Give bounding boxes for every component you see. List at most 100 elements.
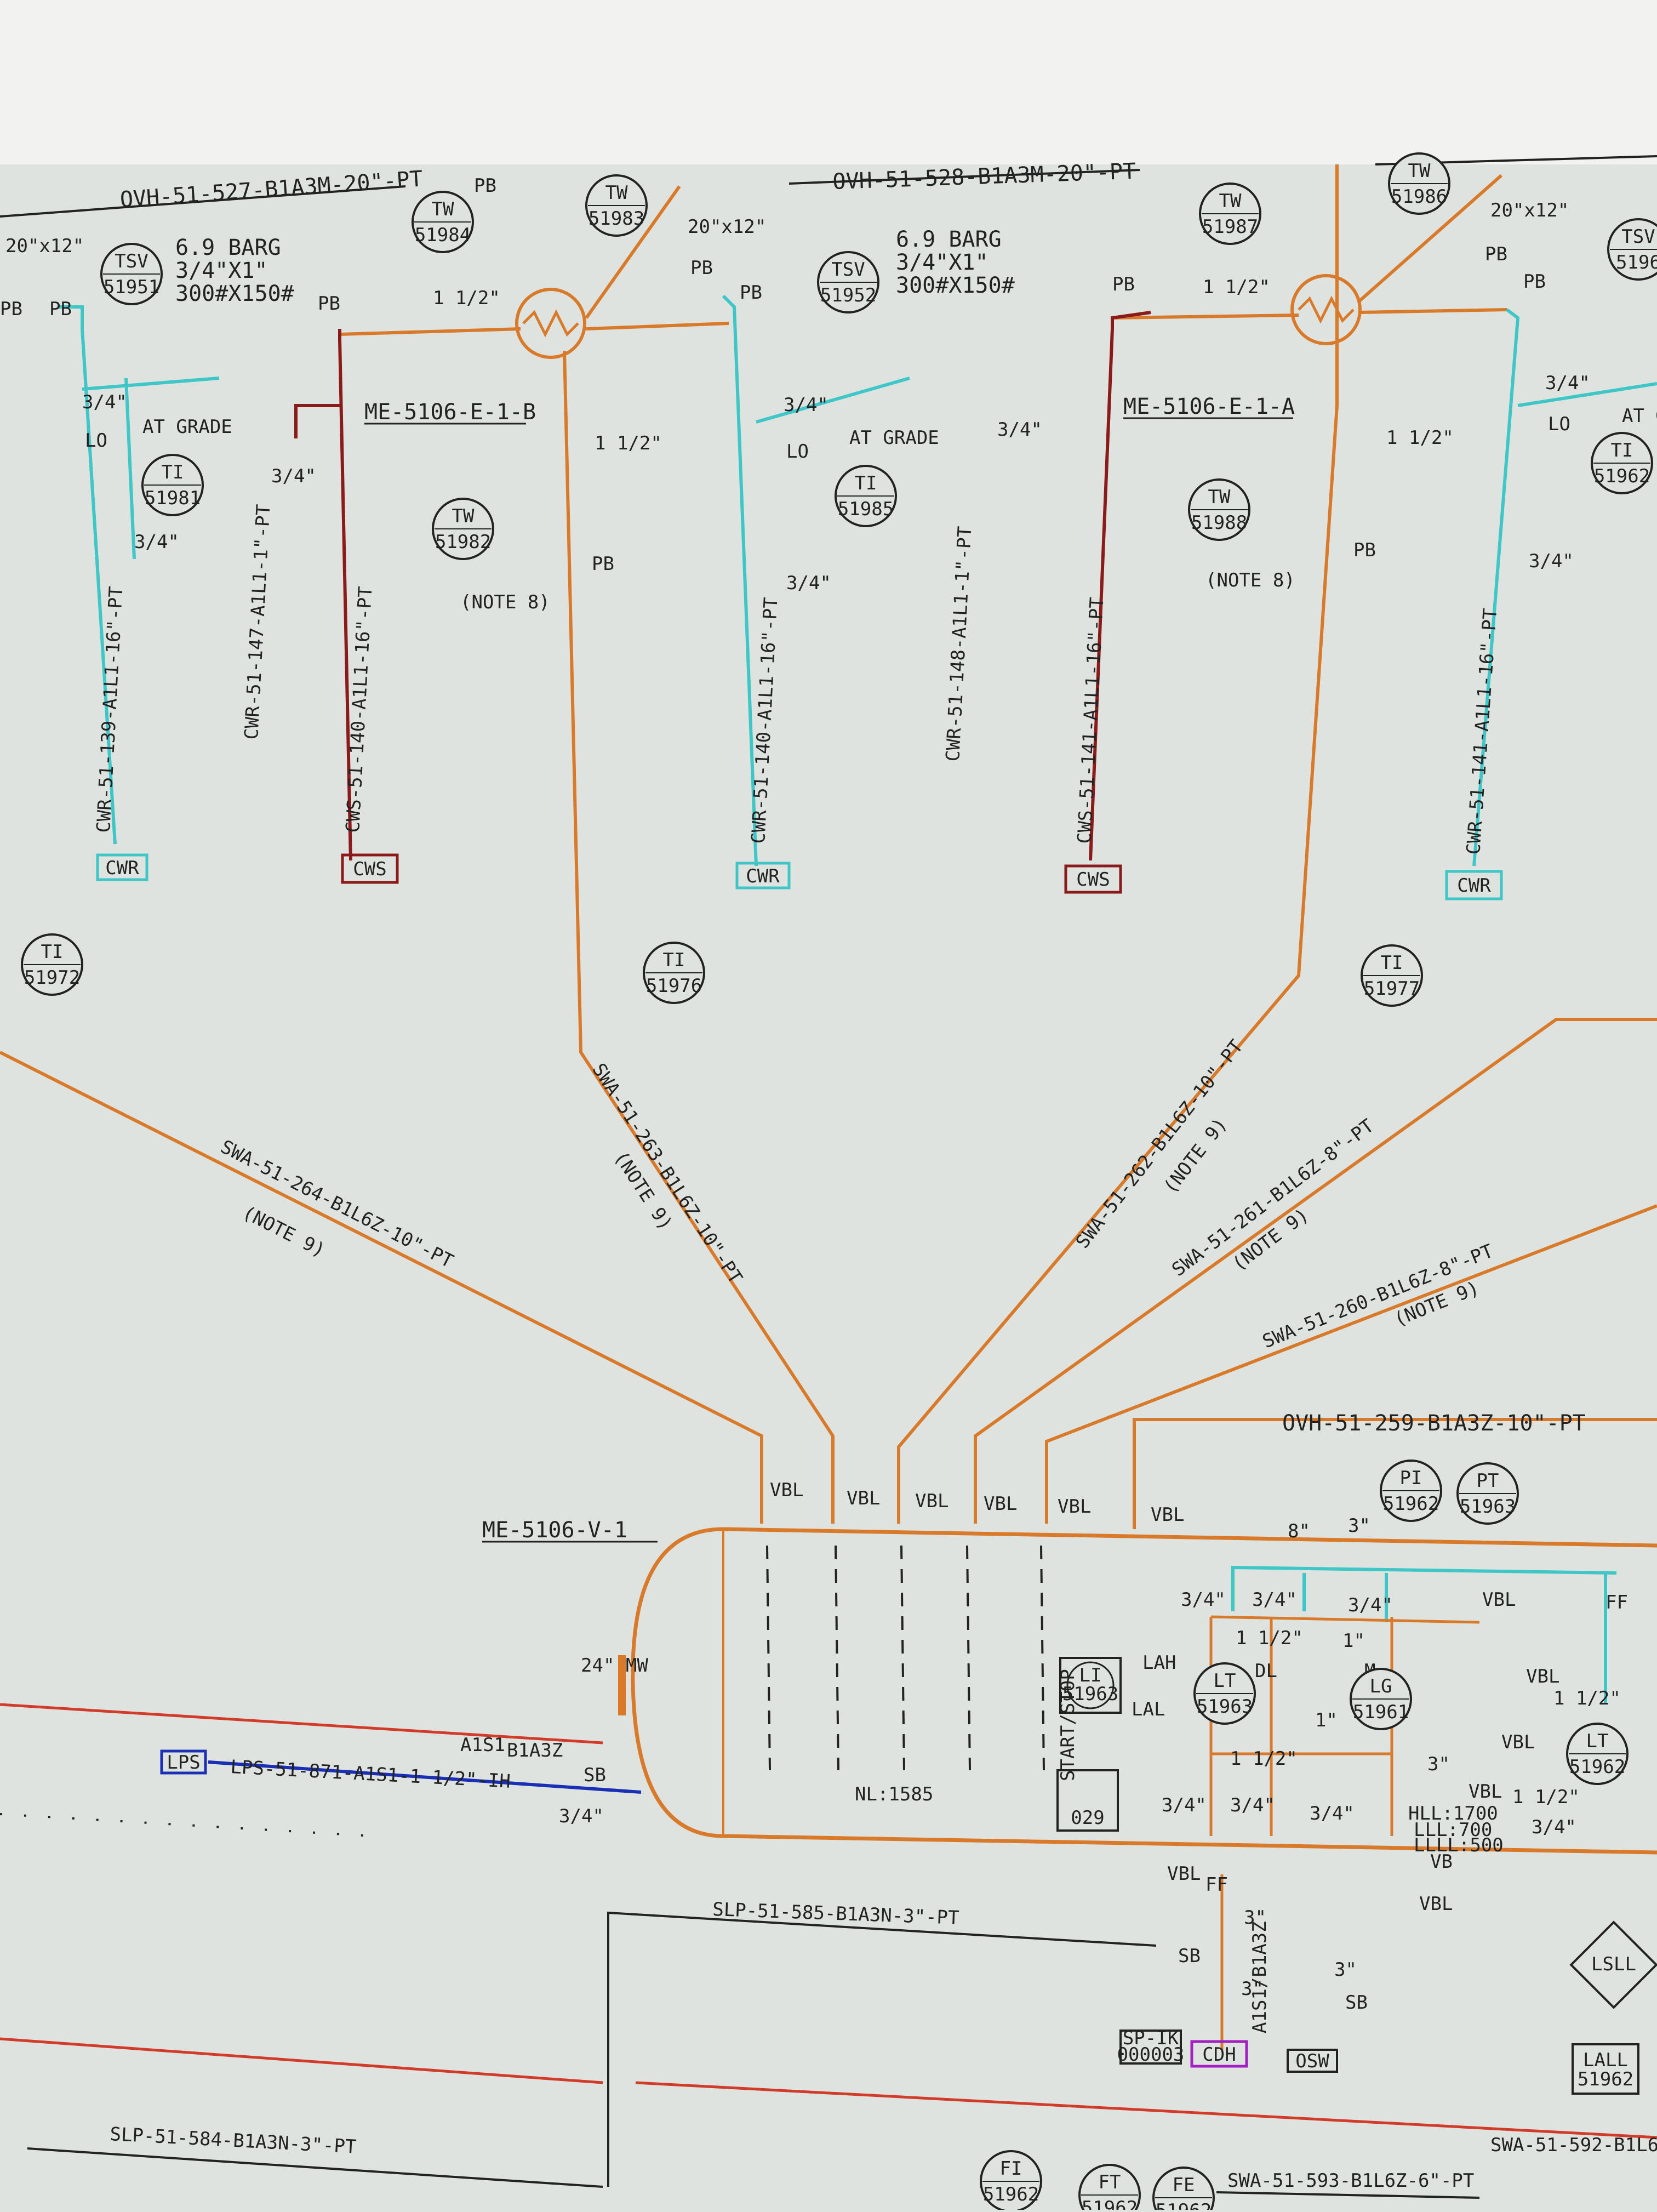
vessel-manway-label: 24" MW <box>581 1655 648 1677</box>
lall-num: 51962 <box>1578 2068 1633 2090</box>
annotation-label: PB <box>49 298 72 320</box>
exchanger-e1b-coil <box>522 309 579 338</box>
instrument-pt-51963[interactable]: PT 51963 <box>1456 1462 1519 1525</box>
vb-label: VB <box>1430 1851 1453 1873</box>
sp-ik-box[interactable] <box>1119 2029 1182 2065</box>
annotation-label: 1 1/2" <box>1230 1748 1298 1770</box>
annotation-label: 3/4" <box>1529 550 1574 572</box>
ovh-259-label: OVH-51-259-B1A3Z-10"-PT <box>1282 1411 1586 1436</box>
annotation-label: 3/4" <box>134 531 179 553</box>
cws-terminal-2-label: CWS <box>1076 869 1110 891</box>
exchanger-e1b-shell[interactable] <box>515 288 586 359</box>
annotation-label: VBL <box>1419 1893 1453 1915</box>
li-51963-type: LI <box>1079 1664 1102 1686</box>
instrument-number: 51977 <box>1364 978 1420 1000</box>
annotation-label: FF <box>1205 1874 1228 1896</box>
annotation-label: SB <box>1345 1992 1368 2014</box>
hs-start-stop-box[interactable] <box>1056 1769 1119 1832</box>
annotation-label: PB <box>690 257 713 279</box>
annotation-label: 3" <box>1334 1959 1357 1981</box>
bridle-vent-header <box>1231 1565 1617 1575</box>
cwr-left-header <box>82 377 220 391</box>
cws-140-line <box>338 329 352 861</box>
cwr-terminal-2-label: CWR <box>746 865 780 887</box>
instrument-tsv-5196[interactable]: TSV 5196 <box>1607 218 1657 281</box>
cwr-terminal-3[interactable] <box>1445 870 1503 900</box>
cwr-terminal-2[interactable] <box>735 862 791 890</box>
ovh-259-line <box>1133 1418 1657 1529</box>
annotation-label: 3/4" <box>1348 1594 1393 1616</box>
cwr-terminal-1[interactable] <box>96 853 148 881</box>
cwr-terminal-1-label: CWR <box>105 857 139 879</box>
cws-left-drain <box>294 404 340 438</box>
annotation-label: 1" <box>1315 1709 1338 1731</box>
annotation-label: 3/4" <box>1181 1589 1226 1611</box>
annotation-label: VBL <box>1167 1863 1201 1885</box>
instrument-fe-51962[interactable]: FE51962 <box>1152 2167 1215 2212</box>
instrument-type: TSV <box>1621 226 1655 248</box>
osw-terminal[interactable] <box>1287 2049 1338 2073</box>
vessel-head[interactable] <box>631 1527 724 1838</box>
annotation-label: 1 1/2" <box>1386 427 1454 449</box>
annotation-label: 1 1/2" <box>1236 1627 1303 1649</box>
lall-box[interactable] <box>1572 2043 1639 2095</box>
instrument-number: 51987 <box>1202 216 1258 238</box>
annotation-label: 3" <box>1427 1753 1450 1775</box>
cdh-terminal[interactable] <box>1190 2040 1248 2068</box>
a1s1-label: A1S1 <box>460 1734 505 1756</box>
instrument-number: 51962 <box>1569 1756 1625 1778</box>
instrument-number: 5196 <box>1616 252 1657 273</box>
annotation-label: LO <box>1548 413 1570 435</box>
exchanger-e1a-shell[interactable] <box>1290 274 1362 345</box>
lsll-label: LSLL <box>1591 1953 1636 1975</box>
vbl-label-3: VBL <box>915 1490 949 1512</box>
cws-terminal-2[interactable] <box>1064 864 1122 894</box>
instrument-type: PT <box>1477 1470 1499 1492</box>
ovh-527-leader <box>0 185 406 218</box>
instrument-number: 51963 <box>1460 1496 1516 1518</box>
cwr-140-line <box>722 294 758 866</box>
annotation-label: 20"x12" <box>5 235 84 257</box>
instrument-type: TSV <box>115 250 148 272</box>
red-line-upper <box>0 1703 603 1744</box>
annotation-label: 1 1/2" <box>1203 276 1270 298</box>
annotation-label: 3/4" <box>1230 1794 1275 1816</box>
manway-flange <box>618 1655 626 1715</box>
li-51963-box[interactable] <box>1059 1657 1122 1714</box>
annotation-label: 1 1/2" <box>1553 1687 1621 1709</box>
cws-terminal-1[interactable] <box>341 853 399 884</box>
level-bridle <box>1209 1565 1617 1836</box>
annotation-label: LO <box>85 430 107 452</box>
tsv-spec-line: 3/4"X1" <box>175 258 268 283</box>
instrument-type: LT <box>1214 1670 1236 1692</box>
instrument-type: TW <box>1408 160 1431 182</box>
tsv-spec-line: 3/4"X1" <box>896 250 989 275</box>
slp-585-line <box>607 1911 1157 2187</box>
lps-terminal[interactable] <box>160 1749 207 1775</box>
vessel-tag: ME-5106-V-1 <box>482 1518 627 1543</box>
e1a-outlet-line <box>1358 308 1507 314</box>
lps-terminal-label: LPS <box>167 1752 200 1774</box>
lsll-box[interactable] <box>1569 1920 1657 2009</box>
